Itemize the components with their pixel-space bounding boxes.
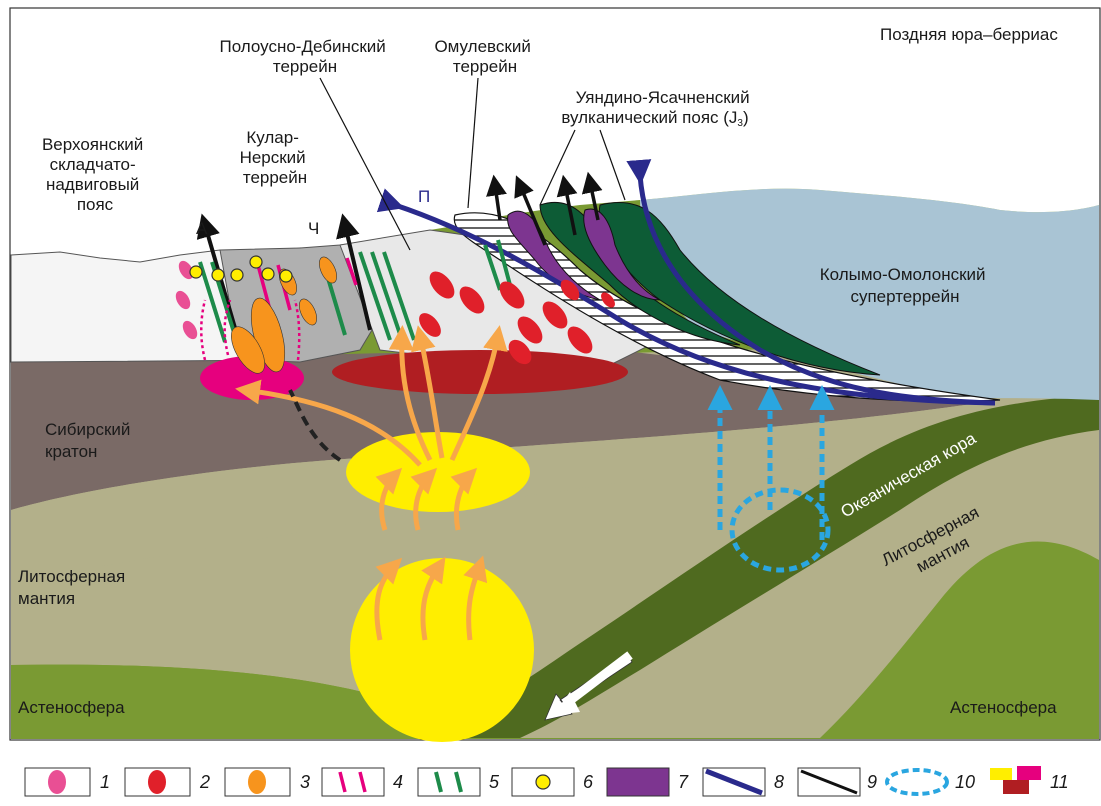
- legend-swatch-4: [322, 768, 384, 796]
- uyandino-label: Уяндино-Ясачненский вулканический пояс (…: [561, 88, 754, 129]
- legend-label-9: 9: [867, 772, 877, 792]
- legend-label-4: 4: [393, 772, 403, 792]
- legend-label-1: 1: [100, 772, 110, 792]
- legend-label-2: 2: [199, 772, 210, 792]
- legend-swatch-10: [887, 770, 947, 794]
- legend-label-11: 11: [1050, 772, 1069, 792]
- fault-p-label: П: [418, 187, 430, 206]
- legend: 1 2 3 4 5 6 7 8 9 10 11: [25, 766, 1069, 796]
- legend-label-6: 6: [583, 772, 594, 792]
- magma-chamber-red: [332, 350, 628, 394]
- mantle-plume: [350, 558, 534, 742]
- legend-label-8: 8: [774, 772, 784, 792]
- legend-label-10: 10: [955, 772, 975, 792]
- legend-swatch-7: [607, 768, 669, 796]
- legend-swatch-5: [418, 768, 480, 796]
- legend-label-3: 3: [300, 772, 310, 792]
- fault-ch-label: Ч: [308, 219, 319, 238]
- age-label: Поздняя юра–берриас: [880, 25, 1058, 44]
- asthenosphere-left-label: Астеносфера: [18, 698, 125, 717]
- legend-label-5: 5: [489, 772, 500, 792]
- fault-a-label: А: [196, 219, 208, 238]
- kular-nera-label: Кулар- Нерский террейн: [240, 128, 311, 187]
- legend-label-7: 7: [678, 772, 689, 792]
- legend-swatch-11: [990, 766, 1041, 794]
- asthenosphere-right-label: Астеносфера: [950, 698, 1057, 717]
